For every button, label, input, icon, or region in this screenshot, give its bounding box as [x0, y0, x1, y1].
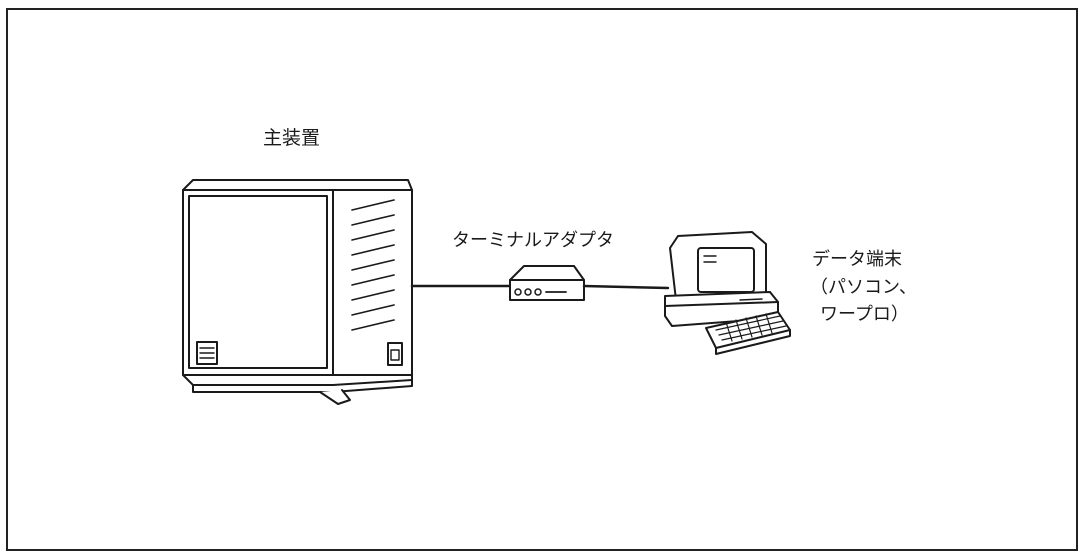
terminal-adapter-icon	[509, 265, 585, 301]
data-terminal-example-line-2: ワープロ）	[820, 304, 909, 325]
data-terminal-example-line-1: （パソコン、	[810, 277, 917, 298]
main-unit-cabinet-icon	[182, 179, 413, 405]
terminal-adapter-label: ターミナルアダプタ	[452, 230, 614, 251]
data-terminal-computer-icon	[664, 231, 791, 355]
main-unit-label: 主装置	[263, 127, 321, 149]
connection-line-adapter-to-terminal	[582, 284, 670, 290]
data-terminal-label: データ端末	[812, 249, 902, 270]
